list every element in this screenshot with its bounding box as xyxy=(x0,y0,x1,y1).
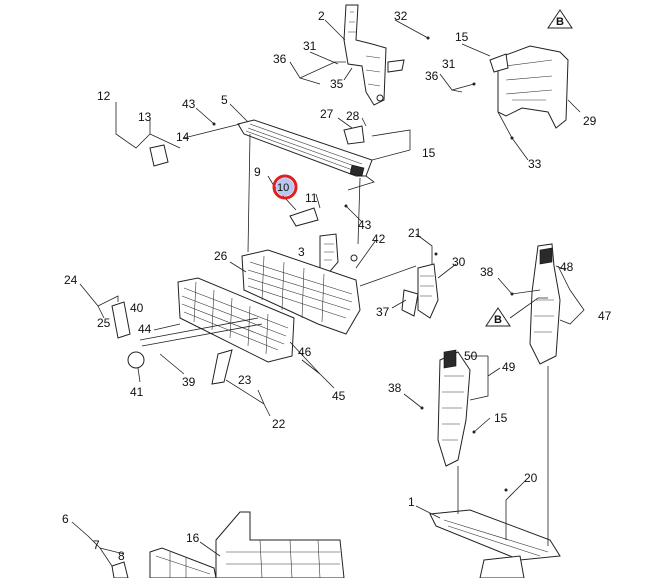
latch-part-30 xyxy=(401,263,439,319)
callout-38-right[interactable]: 38 xyxy=(480,265,494,279)
trim-part-25 xyxy=(111,301,131,339)
callout-20[interactable]: 20 xyxy=(524,471,538,485)
callout-15-top[interactable]: 15 xyxy=(455,30,469,44)
callout-32[interactable]: 32 xyxy=(394,9,408,23)
lower-beam-part-16 xyxy=(215,511,345,578)
callout-40[interactable]: 40 xyxy=(130,301,144,315)
callout-45[interactable]: 45 xyxy=(332,389,346,403)
callout-49[interactable]: 49 xyxy=(502,360,516,374)
callout-23[interactable]: 23 xyxy=(238,373,252,387)
callout-11[interactable]: 11 xyxy=(305,191,318,205)
callout-44[interactable]: 44 xyxy=(138,322,152,336)
grille-part-26 xyxy=(241,249,361,335)
upper-bracket-part xyxy=(343,4,405,106)
callout-50[interactable]: 50 xyxy=(464,349,478,363)
callout-46[interactable]: 46 xyxy=(298,345,312,359)
callout-29[interactable]: 29 xyxy=(583,114,597,128)
highlighted-callout-marker[interactable] xyxy=(272,174,298,200)
callout-30[interactable]: 30 xyxy=(452,255,466,269)
callout-13[interactable]: 13 xyxy=(138,110,152,124)
clip-part-10 xyxy=(289,207,319,227)
callout-26[interactable]: 26 xyxy=(214,249,228,263)
marker-b-text: B xyxy=(556,16,564,28)
callout-14[interactable]: 14 xyxy=(176,130,190,144)
callout-33[interactable]: 33 xyxy=(528,157,542,171)
callout-36-right[interactable]: 36 xyxy=(425,69,439,83)
callout-2[interactable]: 2 xyxy=(318,9,325,23)
callout-22[interactable]: 22 xyxy=(272,417,286,431)
side-bracket-part-47 xyxy=(529,243,561,365)
reference-marker-b-top: B xyxy=(547,9,573,29)
callout-8[interactable]: 8 xyxy=(118,549,125,563)
callout-6[interactable]: 6 xyxy=(62,512,69,526)
callout-31-top[interactable]: 31 xyxy=(303,39,317,53)
fastener-dots xyxy=(212,36,514,492)
callout-24[interactable]: 24 xyxy=(64,273,78,287)
callout-41[interactable]: 41 xyxy=(130,385,144,399)
callout-15-lower[interactable]: 15 xyxy=(494,411,508,425)
base-plate-part-1 xyxy=(429,509,561,578)
callout-10[interactable]: 10 xyxy=(277,182,289,194)
callout-27[interactable]: 27 xyxy=(320,107,334,121)
callout-15-mid[interactable]: 15 xyxy=(422,146,436,160)
lower-grille-part-8 xyxy=(111,547,217,578)
callout-16[interactable]: 16 xyxy=(186,531,200,545)
callout-12[interactable]: 12 xyxy=(97,89,111,103)
callout-36-top[interactable]: 36 xyxy=(273,52,287,66)
strip-part-23 xyxy=(211,349,233,385)
callout-3[interactable]: 3 xyxy=(298,245,305,259)
callout-39[interactable]: 39 xyxy=(182,375,196,389)
emblem-part-41 xyxy=(127,351,145,369)
callout-7[interactable]: 7 xyxy=(93,538,100,552)
callout-48[interactable]: 48 xyxy=(560,260,574,274)
reference-marker-b-mid: B xyxy=(485,307,511,327)
callout-43-mid[interactable]: 43 xyxy=(358,218,372,232)
callout-47[interactable]: 47 xyxy=(598,309,612,323)
callout-43-top[interactable]: 43 xyxy=(182,97,196,111)
callout-31-right[interactable]: 31 xyxy=(442,57,456,71)
callout-37[interactable]: 37 xyxy=(376,305,390,319)
latch-part-3 xyxy=(319,233,358,277)
callout-38-center[interactable]: 38 xyxy=(388,381,402,395)
callout-28[interactable]: 28 xyxy=(346,109,360,123)
callout-5[interactable]: 5 xyxy=(221,93,228,107)
callout-21[interactable]: 21 xyxy=(408,226,422,240)
callout-9[interactable]: 9 xyxy=(254,165,261,179)
center-bracket-part-49 xyxy=(437,349,471,467)
callout-42[interactable]: 42 xyxy=(372,232,386,246)
marker-b-text-2: B xyxy=(494,314,502,326)
latch-support-part xyxy=(489,45,569,129)
callout-25[interactable]: 25 xyxy=(97,316,111,330)
callout-1[interactable]: 1 xyxy=(408,495,415,509)
grille-mesh-part-40 xyxy=(139,277,295,363)
bracket-part-14 xyxy=(149,144,169,167)
leader-lines xyxy=(71,19,585,567)
callout-35[interactable]: 35 xyxy=(330,77,344,91)
callout-labels: 2 32 31 36 35 15 31 36 29 33 15 27 28 12… xyxy=(62,9,612,563)
